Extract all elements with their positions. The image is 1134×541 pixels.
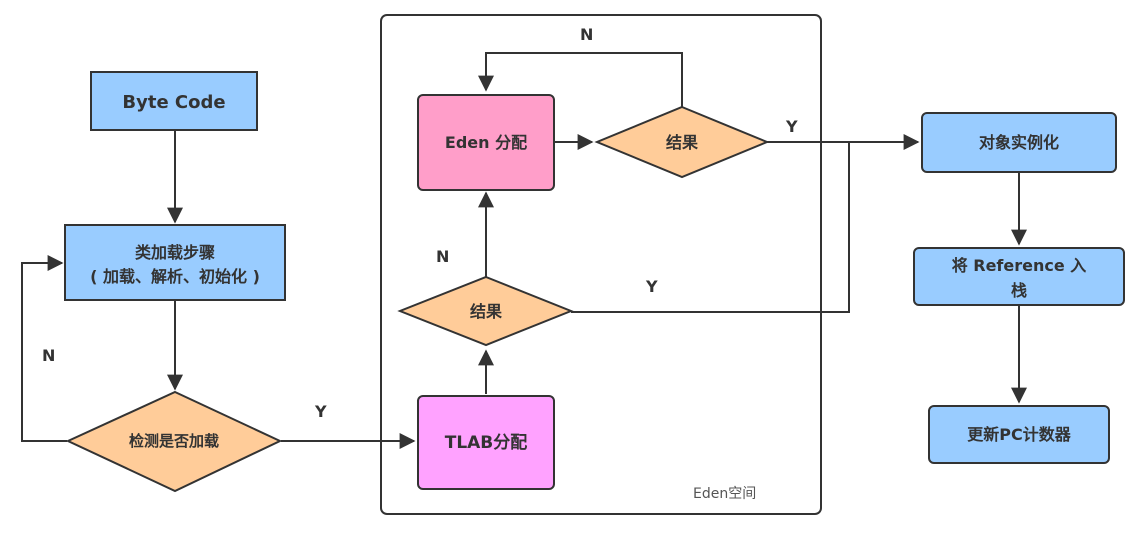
edge-result-eden-no-loop [478,52,683,107]
node-tlab-alloc-label: TLAB分配 [445,433,528,453]
node-object-instantiate [921,112,1117,173]
node-result-eden-label: 结果 [665,133,698,152]
edge-result-tlab-yes [571,143,850,313]
node-class-loading [64,224,286,301]
node-check-loaded-label: 检测是否加载 [129,432,219,450]
node-update-pc [928,405,1110,464]
node-eden-alloc-label: Eden 分配 [445,133,527,152]
eden-space-container [380,14,822,515]
node-push-reference-label-line2: 栈 [1011,281,1027,300]
label-tlab-no: N [436,247,449,266]
node-class-loading-label-line1: 类加载步骤 [135,243,215,262]
node-result-eden [594,105,770,179]
label-check-yes: Y [314,402,327,421]
node-eden-alloc [417,94,555,191]
node-push-reference-label-line1: 将 Reference 入 [952,256,1087,275]
label-eden-yes: Y [785,117,798,136]
node-byte-code-label: Byte Code [122,92,225,113]
node-object-instantiate-label: 对象实例化 [979,133,1059,152]
node-byte-code [90,71,258,131]
eden-space-caption: Eden空间 [693,486,756,502]
label-check-no: N [42,346,55,365]
edge-check-no-loop [21,255,67,442]
node-check-loaded [65,390,283,493]
node-update-pc-label: 更新PC计数器 [967,425,1071,444]
node-result-tlab-label: 结果 [469,302,502,321]
label-tlab-yes: Y [645,277,658,296]
node-push-reference [913,247,1125,306]
node-tlab-alloc [417,395,555,490]
node-result-tlab [397,275,574,347]
node-class-loading-label-line2: ( 加载、解析、初始化 ) [90,267,260,286]
label-eden-no: N [580,25,593,44]
